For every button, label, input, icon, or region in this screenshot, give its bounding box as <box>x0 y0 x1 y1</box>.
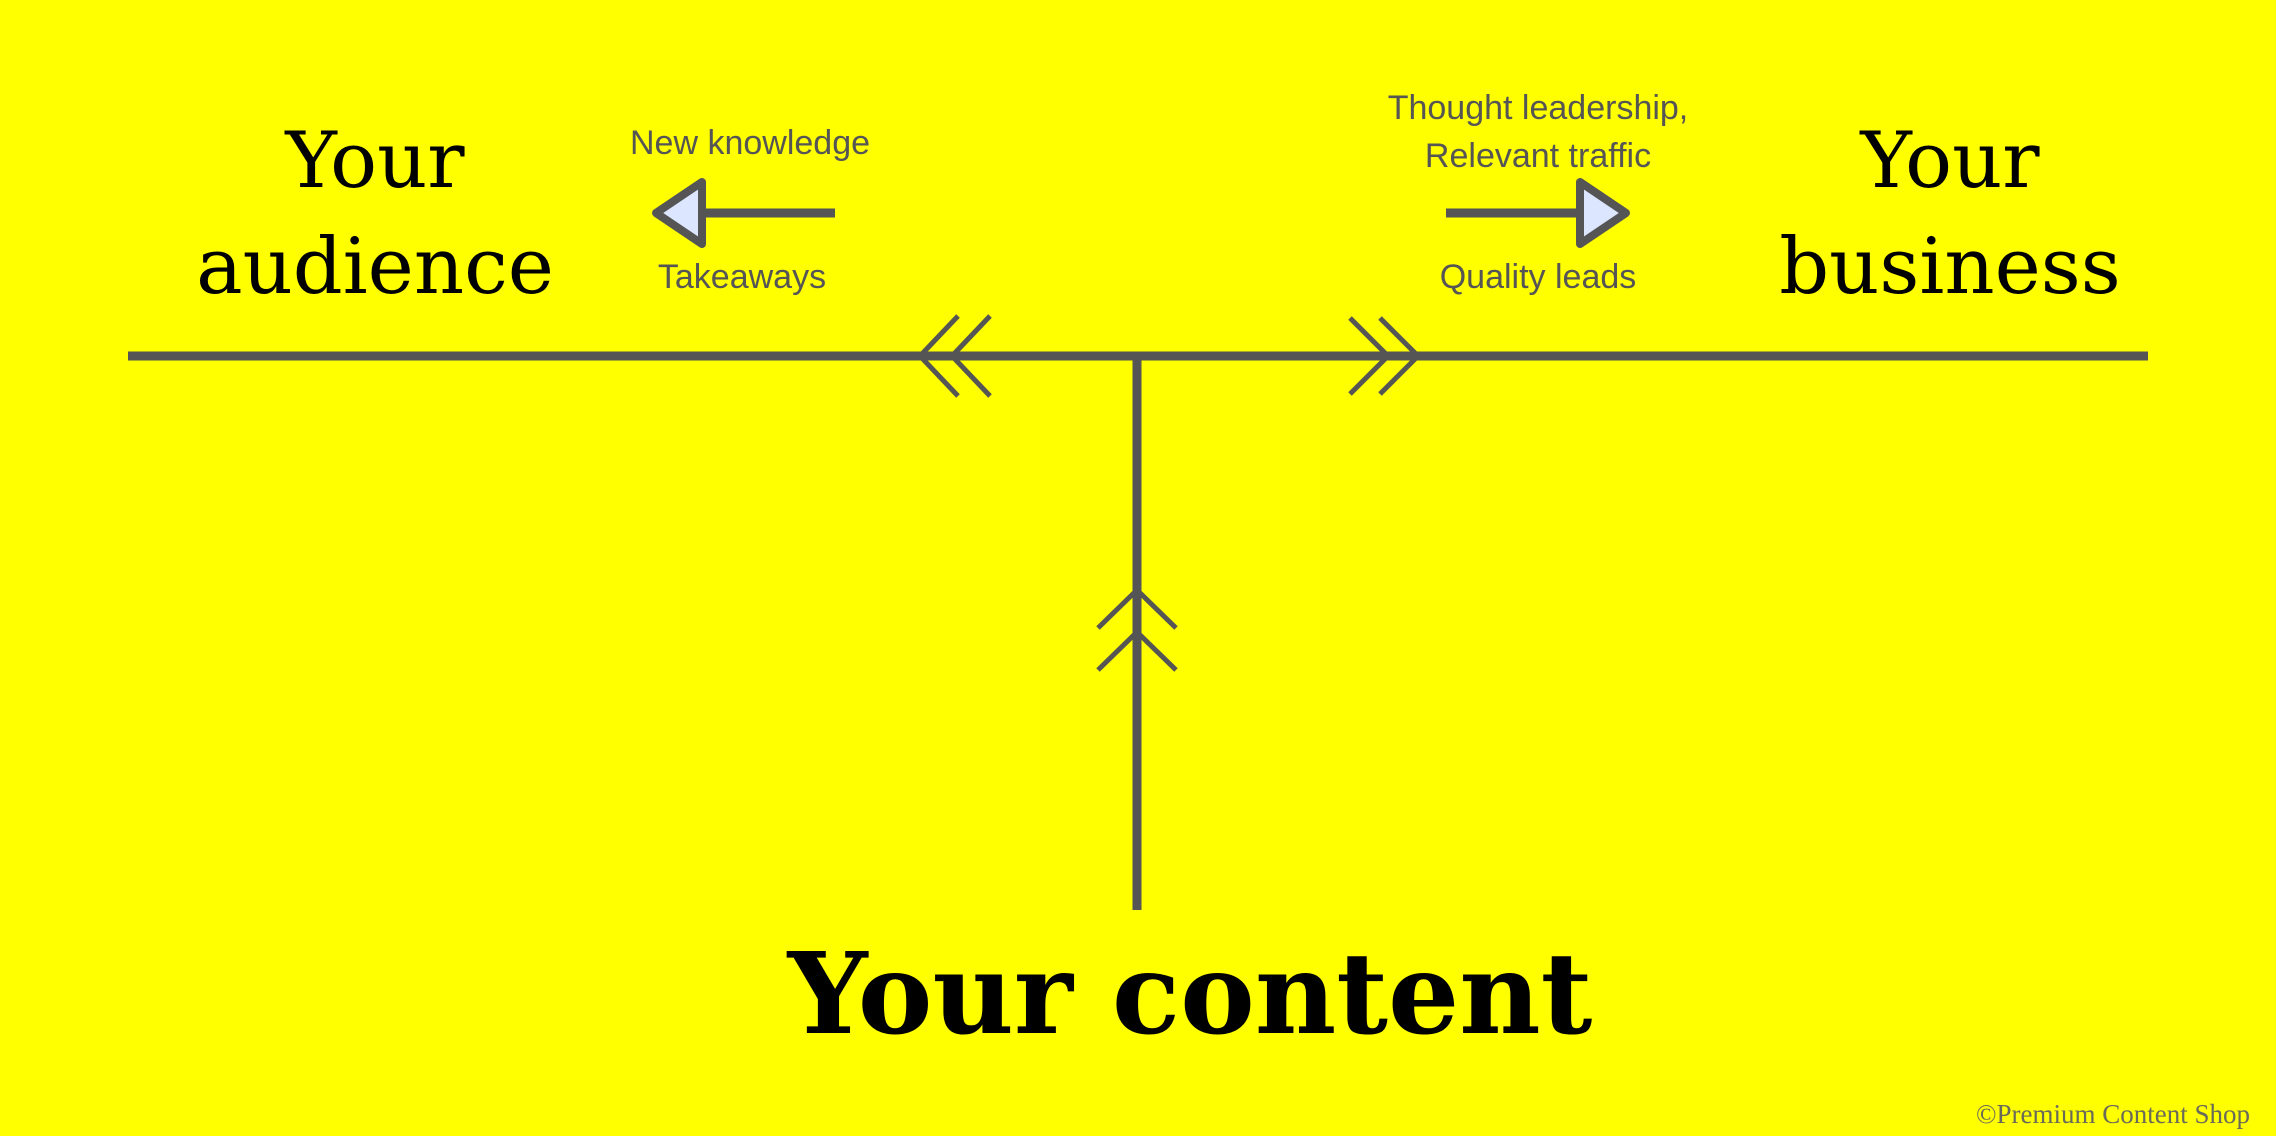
business-title-line2: business <box>1779 222 2121 312</box>
relevant-traffic-line: Relevant traffic <box>1424 137 1652 175</box>
audience-title-line2: audience <box>196 222 554 312</box>
business-title: Your business <box>1740 108 2160 320</box>
audience-title-line1: Your <box>285 116 465 206</box>
left-arrow-icon <box>652 178 835 248</box>
takeaways-label: Takeaways <box>657 258 827 296</box>
copyright-text: ©Premium Content Shop <box>1975 1099 2250 1129</box>
thought-leadership-line: Thought leadership, <box>1387 89 1689 127</box>
up-double-chevron-icon <box>1096 586 1178 672</box>
content-title: Your content <box>787 929 1593 1060</box>
right-double-chevron-icon <box>1348 316 1422 396</box>
business-title-line1: Your <box>1860 116 2040 206</box>
audience-title: Your audience <box>160 108 590 320</box>
new-knowledge-label: New knowledge <box>629 124 871 162</box>
thought-leadership-label: Thought leadership, Relevant traffic <box>1340 84 1736 180</box>
right-arrow-icon <box>1446 178 1630 248</box>
left-double-chevron-icon <box>916 314 992 398</box>
quality-leads-label: Quality leads <box>1439 258 1637 296</box>
